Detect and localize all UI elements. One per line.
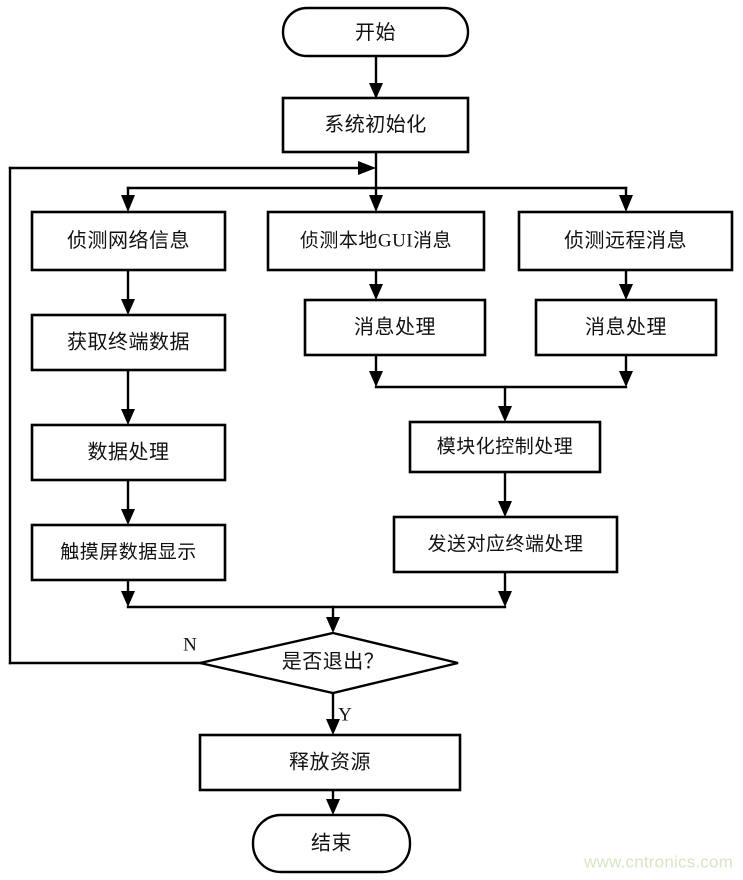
connector-layer: [8, 54, 633, 815]
edge-module-ctrl-to-send-term: [498, 470, 512, 517]
node-start[interactable]: 开始: [281, 6, 470, 58]
node-decision-exit-label: 是否退出？: [282, 650, 385, 673]
node-send-to-terminal-process-label: 发送对应终端处理: [427, 533, 583, 555]
node-detect-network-info[interactable]: 侦测网络信息: [30, 210, 227, 272]
node-touchscreen-data-display[interactable]: 触摸屏数据显示: [30, 523, 227, 582]
node-modular-control-process-label: 模块化控制处理: [437, 436, 574, 458]
edge-label-yes: Y: [338, 705, 352, 726]
node-detect-remote-msg[interactable]: 侦测远程消息: [517, 210, 734, 272]
edge-fanout-bar: [121, 186, 633, 212]
edge-label-no: N: [183, 635, 197, 656]
edge-net-detect-to-term-data: [121, 268, 135, 315]
node-modular-control-process[interactable]: 模块化控制处理: [408, 420, 602, 474]
node-msg-process-gui-label: 消息处理: [354, 316, 436, 339]
edge-decision-no-loopback: [8, 161, 376, 665]
node-detect-local-gui-msg[interactable]: 侦测本地GUI消息: [266, 210, 486, 272]
node-send-to-terminal-process[interactable]: 发送对应终端处理: [392, 515, 619, 574]
edge-gui-detect-to-gui-msg: [369, 268, 383, 300]
node-detect-local-gui-msg-label: 侦测本地GUI消息: [300, 230, 452, 252]
node-data-process-label: 数据处理: [88, 441, 170, 464]
node-decision-exit[interactable]: 是否退出？: [199, 631, 459, 695]
node-end[interactable]: 结束: [251, 813, 412, 874]
edge-merge-bar-low: [121, 570, 512, 633]
node-system-init[interactable]: 系统初始化: [281, 96, 470, 154]
watermark-label: www.cntronics.com: [583, 853, 733, 872]
node-detect-network-info-label: 侦测网络信息: [67, 229, 190, 252]
edge-start-to-init: [369, 54, 383, 99]
node-end-label: 结束: [311, 832, 352, 855]
edge-release-to-end: [326, 788, 340, 815]
node-release-resources-label: 释放资源: [289, 751, 371, 774]
node-msg-process-gui[interactable]: 消息处理: [303, 298, 487, 357]
node-touchscreen-data-display-label: 触摸屏数据显示: [60, 541, 197, 563]
node-get-terminal-data-label: 获取终端数据: [67, 331, 190, 354]
node-release-resources[interactable]: 释放资源: [198, 733, 462, 792]
node-get-terminal-data[interactable]: 获取终端数据: [30, 313, 227, 372]
node-system-init-label: 系统初始化: [324, 113, 427, 136]
edge-decision-yes-to-release: [326, 691, 340, 735]
node-detect-remote-msg-label: 侦测远程消息: [564, 229, 687, 252]
node-data-process[interactable]: 数据处理: [30, 423, 227, 482]
node-msg-process-remote-label: 消息处理: [585, 316, 667, 339]
node-msg-process-remote[interactable]: 消息处理: [534, 298, 718, 357]
edge-merge-bar-mid: [369, 353, 633, 422]
node-start-label: 开始: [355, 21, 396, 44]
edge-term-data-to-data-proc: [121, 368, 135, 425]
edge-remote-detect-to-remote-msg: [619, 268, 633, 300]
edge-data-proc-to-touch-show: [121, 478, 135, 525]
